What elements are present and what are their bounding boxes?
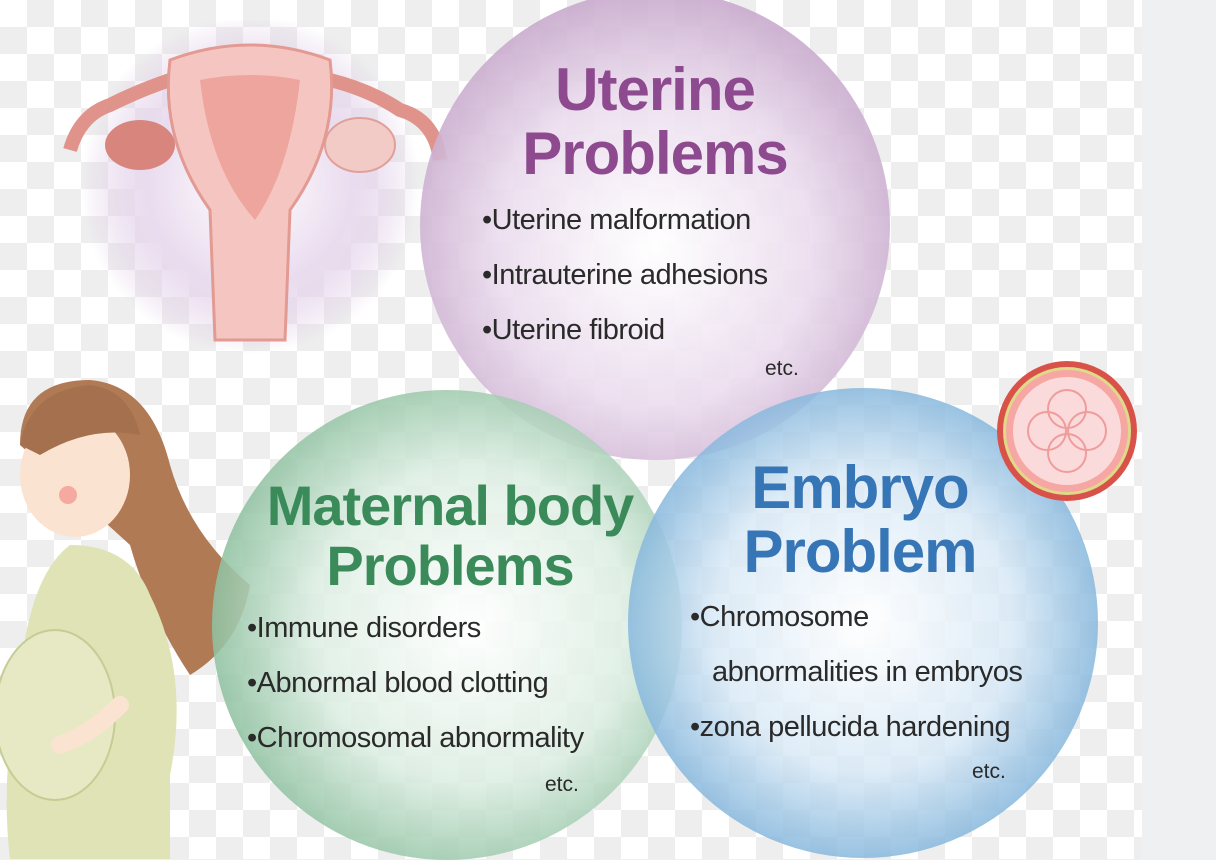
uterus-illustration: [63, 20, 447, 355]
uterine-title-line2: Problems: [522, 120, 788, 187]
list-item: •Immune disorders: [247, 612, 481, 644]
maternal-title-line1: Maternal body: [266, 474, 635, 537]
embryo-title-line2: Problem: [743, 518, 977, 585]
list-item: •Uterine malformation: [482, 204, 751, 236]
list-item: •Uterine fibroid: [482, 314, 665, 346]
maternal-title: Maternal body Problems: [240, 478, 660, 598]
maternal-problems-circle: [212, 390, 682, 860]
embryo-cell-illustration: [997, 361, 1137, 501]
uterine-title-line1: Uterine: [555, 56, 756, 123]
pregnant-woman-illustration: [0, 380, 250, 859]
embryo-title: Embryo Problem: [700, 458, 1020, 586]
list-item: •zona pellucida hardening: [690, 711, 1011, 743]
maternal-title-line2: Problems: [326, 534, 574, 597]
uterine-problems-circle: [420, 0, 890, 460]
list-item: •Abnormal blood clotting: [247, 667, 549, 699]
list-item: •Chromosomal abnormality: [247, 722, 584, 754]
etc-label: etc.: [545, 773, 579, 796]
list-item: •Chromosome: [690, 601, 869, 633]
uterine-title: Uterine Problems: [480, 60, 830, 188]
etc-label: etc.: [765, 357, 799, 380]
list-item: abnormalities in embryos: [712, 656, 1023, 688]
embryo-title-line1: Embryo: [751, 454, 969, 521]
list-item: •Intrauterine adhesions: [482, 259, 768, 291]
etc-label: etc.: [972, 760, 1006, 783]
